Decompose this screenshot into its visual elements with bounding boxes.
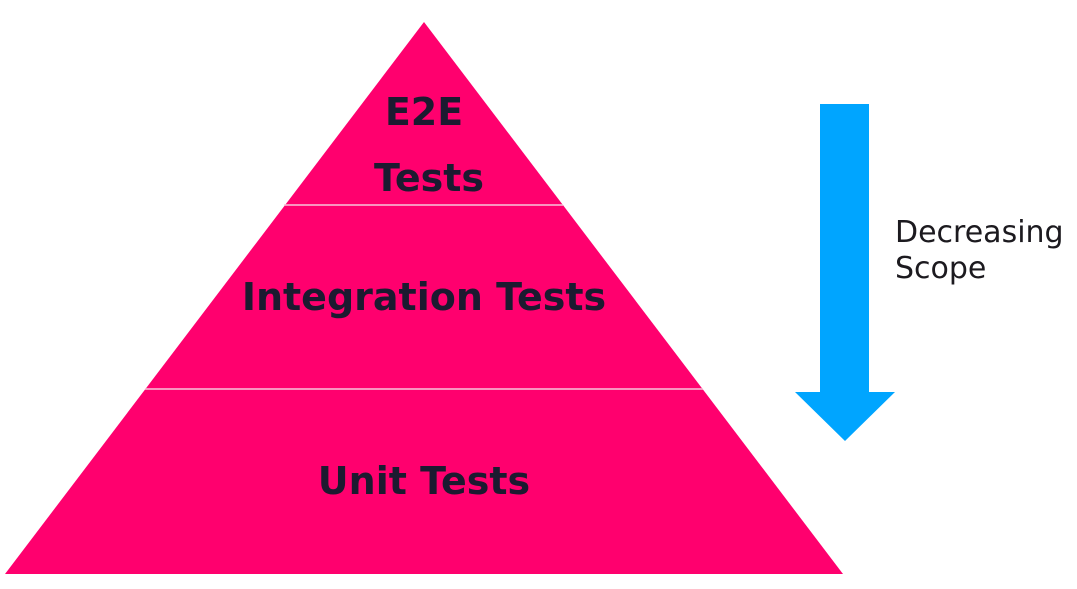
e2e-label-line2: Tests [374, 156, 484, 200]
decreasing-scope-label-line2: Scope [895, 251, 986, 286]
down-arrow-icon [795, 104, 895, 441]
e2e-label-line1: E2E [385, 90, 463, 134]
unit-tests-label: Unit Tests [318, 459, 530, 503]
integration-tests-label: Integration Tests [242, 275, 606, 319]
decreasing-scope-label-line1: Decreasing [895, 215, 1064, 250]
pyramid-shape [5, 22, 843, 574]
